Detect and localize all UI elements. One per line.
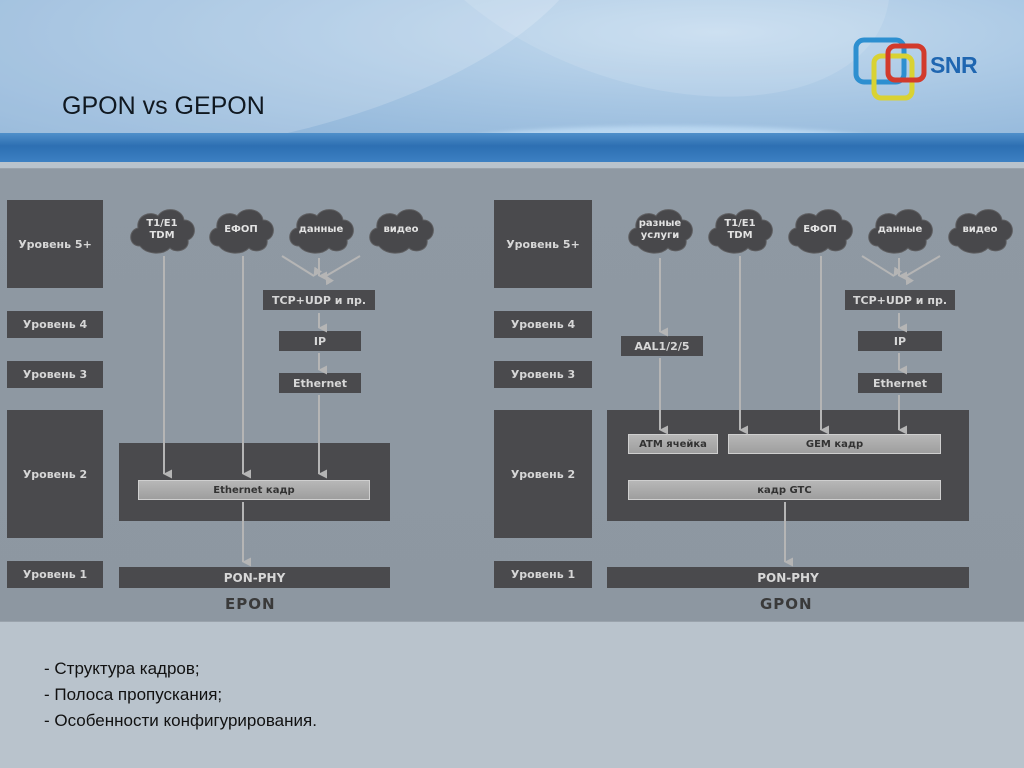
gpon-level-5: Уровень 5+	[494, 200, 592, 288]
epon-cloud-efop: ЕФОП	[205, 204, 277, 256]
gpon-ethernet-box: Ethernet	[858, 373, 942, 393]
epon-level-1: Уровень 1	[7, 561, 103, 588]
logo-text: SNR	[930, 52, 978, 78]
epon-tcp-box: TCP+UDP и пр.	[263, 290, 375, 310]
gpon-gem-frame: GEM кадр	[728, 434, 941, 454]
gpon-cloud-tdm: T1/E1 TDM	[704, 204, 776, 256]
epon-cloud-tdm-label: T1/E1 TDM	[146, 218, 178, 241]
gpon-caption: GPON	[760, 595, 813, 613]
epon-level-2: Уровень 2	[7, 410, 103, 538]
gpon-cloud-data-label: данные	[877, 224, 923, 235]
epon-ethernet-frame: Ethernet кадр	[138, 480, 370, 500]
epon-ethernet-box: Ethernet	[279, 373, 361, 393]
gpon-cloud-efop: ЕФОП	[784, 204, 856, 256]
gpon-cloud-video: видео	[944, 204, 1016, 256]
epon-cloud-efop-label: ЕФОП	[224, 224, 258, 235]
epon-pon-phy: PON-PHY	[119, 567, 390, 588]
bullet-item: - Структура кадров;	[44, 659, 200, 678]
bullet-list: - Структура кадров; - Полоса пропускания…	[44, 656, 317, 734]
gpon-ip-box: IP	[858, 331, 942, 351]
gpon-atm-cell: ATM ячейка	[628, 434, 718, 454]
gpon-tcp-box: TCP+UDP и пр.	[845, 290, 955, 310]
gpon-cloud-services: разные услуги	[624, 204, 696, 256]
gpon-aal-box: AAL1/2/5	[621, 336, 703, 356]
epon-ip-box: IP	[279, 331, 361, 351]
gpon-cloud-services-label: разные услуги	[638, 218, 682, 241]
gpon-level-4: Уровень 4	[494, 311, 592, 338]
epon-caption: EPON	[225, 595, 276, 613]
gpon-pon-phy: PON-PHY	[607, 567, 969, 588]
epon-level-4: Уровень 4	[7, 311, 103, 338]
snr-logo-icon	[853, 37, 927, 101]
epon-cloud-video-label: видео	[383, 224, 419, 235]
gpon-cloud-efop-label: ЕФОП	[803, 224, 837, 235]
gpon-gtc-frame: кадр GTC	[628, 480, 941, 500]
bullet-item: - Полоса пропускания;	[44, 685, 223, 704]
gpon-cloud-video-label: видео	[962, 224, 998, 235]
gpon-level-3: Уровень 3	[494, 361, 592, 388]
epon-cloud-data-label: данные	[298, 224, 344, 235]
epon-cloud-video: видео	[365, 204, 437, 256]
header-band	[0, 133, 1024, 162]
epon-level-3: Уровень 3	[7, 361, 103, 388]
epon-cloud-data: данные	[285, 204, 357, 256]
bullet-item: - Особенности конфигурирования.	[44, 711, 317, 730]
slide-header	[0, 0, 1024, 162]
epon-level-5: Уровень 5+	[7, 200, 103, 288]
gpon-level-2: Уровень 2	[494, 410, 592, 538]
gpon-level-1: Уровень 1	[494, 561, 592, 588]
gpon-cloud-data: данные	[864, 204, 936, 256]
epon-cloud-tdm: T1/E1 TDM	[126, 204, 198, 256]
slide-title: GPON vs GEPON	[62, 92, 265, 120]
gpon-cloud-tdm-label: T1/E1 TDM	[724, 218, 756, 241]
